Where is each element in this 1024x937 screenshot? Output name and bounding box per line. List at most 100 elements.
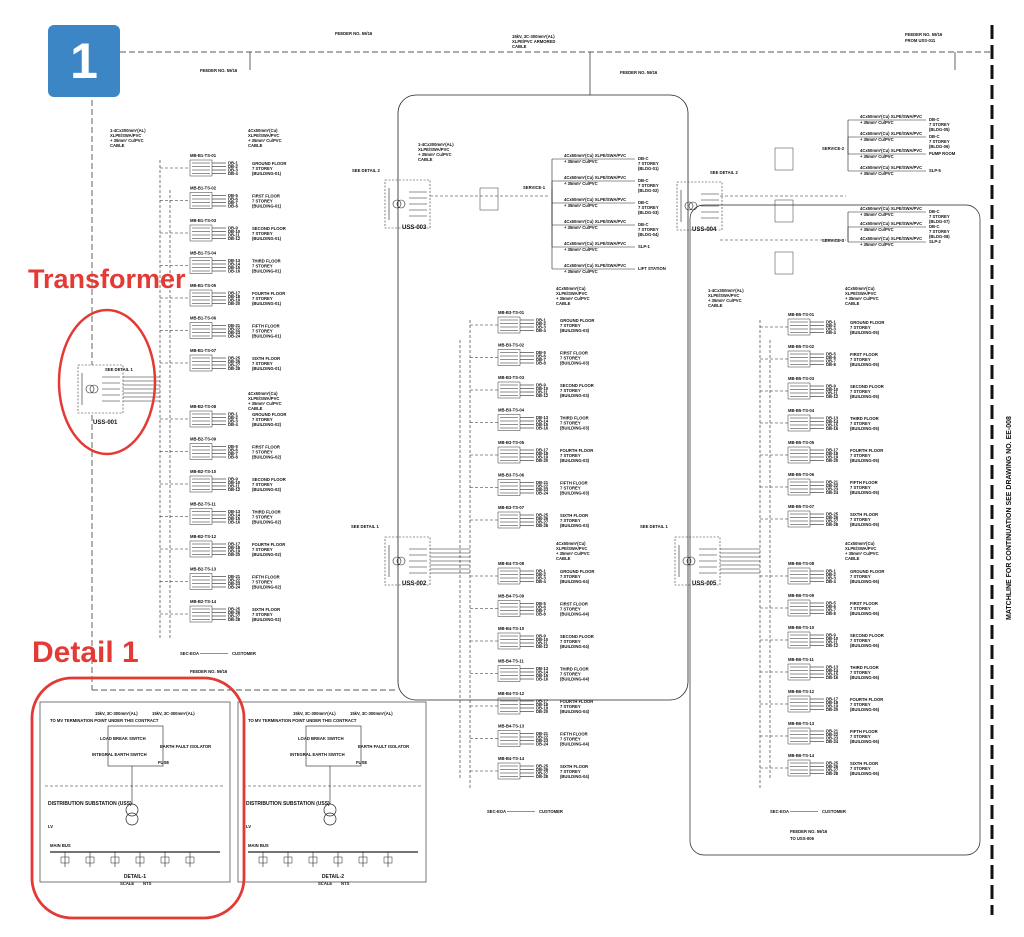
- metering-cubicle: [774, 251, 794, 275]
- detail-efi: EARTH FAULT ISOLATOR: [358, 744, 409, 749]
- db-label: DB-16: [826, 675, 839, 680]
- main-lv-cable-label: XLPE/SWA/PVC: [418, 147, 449, 152]
- detail-mccb: [185, 856, 195, 864]
- feeder-label: FEEDER NO. 59/16: [335, 31, 373, 36]
- db-label: DB-18: [826, 700, 839, 705]
- building-label: (BUILDING-02): [252, 520, 282, 525]
- substation-id: USS-004: [692, 227, 717, 233]
- panel-id: MB-B5-TS-06: [788, 472, 815, 477]
- see-detail-label: SEE DETAIL 1: [105, 367, 133, 372]
- service-cable: + 35mm² Cu/PVC: [564, 181, 598, 186]
- db-label: DB-12: [228, 236, 241, 241]
- panel-id: MB-B2-TS-13: [190, 567, 217, 572]
- service-load: (BLDG-06): [929, 144, 950, 149]
- db-label: DB-24: [536, 491, 549, 496]
- building-label: (BUILDING-04): [560, 612, 590, 617]
- storey-label: 7 STOREY: [252, 547, 273, 552]
- substation-id: USS-005: [692, 581, 717, 587]
- db-label: DB-14: [536, 419, 549, 424]
- panel-id: MB-B2-TS-09: [190, 437, 217, 442]
- panel-id: MB-B1-TS-05: [190, 283, 217, 288]
- storey-label: 7 STOREY: [850, 453, 871, 458]
- detail-substation: DISTRIBUTION SUBSTATION (USS): [48, 801, 132, 807]
- floor-label: SIXTH FLOOR: [252, 607, 280, 612]
- db-label: DB-6: [826, 604, 836, 609]
- db-label: DB-17: [536, 448, 549, 453]
- service-load: (BLDG-01): [638, 166, 659, 171]
- storey-label: 7 STOREY: [850, 606, 871, 611]
- db-label: DB-16: [826, 426, 839, 431]
- db-label: DB-10: [228, 480, 241, 485]
- floor-label: SIXTH FLOOR: [850, 761, 878, 766]
- feeder-label: FEEDER NO. 59/16: [620, 70, 658, 75]
- db-label: DB-24: [228, 334, 241, 339]
- building-label: (BUILDING-03): [560, 458, 590, 463]
- panel-board: [189, 540, 213, 558]
- building-label: (BUILDING-04): [560, 774, 590, 779]
- detail-cable-in: 15kV, 3C-300mm²(AL): [152, 711, 195, 716]
- main-lv-cable-label: XLPE/SWA/PVC: [110, 133, 141, 138]
- substation-id: USS-002: [402, 581, 427, 587]
- storey-label: 7 STOREY: [252, 296, 273, 301]
- db-label: DB-21: [228, 323, 241, 328]
- storey-label: 7 STOREY: [850, 702, 871, 707]
- building-label: (BUILDING-06): [850, 675, 880, 680]
- floor-label: SIXTH FLOOR: [560, 764, 588, 769]
- storey-label: 7 STOREY: [560, 388, 581, 393]
- detail-scale: SCALE: [318, 881, 332, 886]
- service-cable: 4Cx50mm²(Cu) XLPE/SWA/PVC: [564, 241, 626, 246]
- db-label: DB-7: [536, 357, 546, 362]
- building-label: (BUILDING-02): [252, 585, 282, 590]
- db-label: DB-3: [826, 576, 836, 581]
- panel-id: MB-B3-TS-06: [498, 473, 525, 478]
- main-cable-label: 15kV, 3C-300mm²(AL): [512, 34, 555, 39]
- db-label: DB-22: [228, 578, 241, 583]
- db-label: DB-18: [826, 451, 839, 456]
- db-label: DB-16: [536, 426, 549, 431]
- service-cable: + 35mm² Cu/PVC: [860, 137, 894, 142]
- see-detail-label: SEE DETAIL 2: [352, 168, 380, 173]
- branch-cable-label: + 35mm² Cu/PVC: [556, 551, 590, 556]
- service-load: DB-C: [929, 209, 939, 214]
- db-label: DB-4: [826, 330, 836, 335]
- db-label: DB-7: [826, 608, 836, 613]
- static-frame: [39, 25, 994, 915]
- db-label: DB-8: [228, 455, 238, 460]
- db-label: DB-14: [826, 668, 839, 673]
- floor-label: GROUND FLOOR: [850, 320, 884, 325]
- branch-cable-label: 4Cx50mm²(Cu): [556, 541, 586, 546]
- building-label: (BUILDING-06): [850, 739, 880, 744]
- service-load: 7 STOREY: [929, 139, 950, 144]
- building-label: (BUILDING-03): [560, 361, 590, 366]
- branch-cable-label: CABLE: [556, 556, 571, 561]
- floor-label: FIRST FLOOR: [252, 194, 280, 199]
- db-label: DB-18: [536, 451, 549, 456]
- storey-label: 7 STOREY: [850, 766, 871, 771]
- detail-scale: SCALE: [120, 881, 134, 886]
- db-label: DB-27: [826, 519, 839, 524]
- feeder-label: FEEDER NO. 59/16: [905, 32, 943, 37]
- db-label: DB-4: [228, 171, 238, 176]
- db-label: DB-12: [826, 643, 839, 648]
- db-label: DB-21: [536, 731, 549, 736]
- building-label: (BUILDING-02): [252, 422, 282, 427]
- panel-id: MB-B3-TS-01: [498, 310, 525, 315]
- detail-rmu: [305, 725, 362, 767]
- service-cable: 4Cx50mm²(Cu) XLPE/SWA/PVC: [860, 236, 922, 241]
- panel-board: [189, 354, 213, 372]
- customer-left: SEC-EOA: [770, 809, 789, 814]
- panel-board: [189, 289, 213, 307]
- panel-board: [189, 322, 213, 339]
- db-label: DB-25: [826, 512, 839, 517]
- db-label: DB-24: [826, 490, 839, 495]
- db-label: DB-22: [536, 735, 549, 740]
- panel-board: [189, 605, 213, 623]
- substation-id: USS-003: [402, 225, 427, 231]
- detail-1-annotation: Detail 1: [32, 636, 139, 669]
- db-label: DB-2: [228, 415, 238, 420]
- floor-label: FIRST FLOOR: [252, 445, 280, 450]
- db-label: DB-1: [536, 318, 546, 323]
- floor-label: SIXTH FLOOR: [560, 513, 588, 518]
- floor-label: FOURTH FLOOR: [252, 542, 285, 547]
- service-cable: + 35mm² Cu/PVC: [860, 212, 894, 217]
